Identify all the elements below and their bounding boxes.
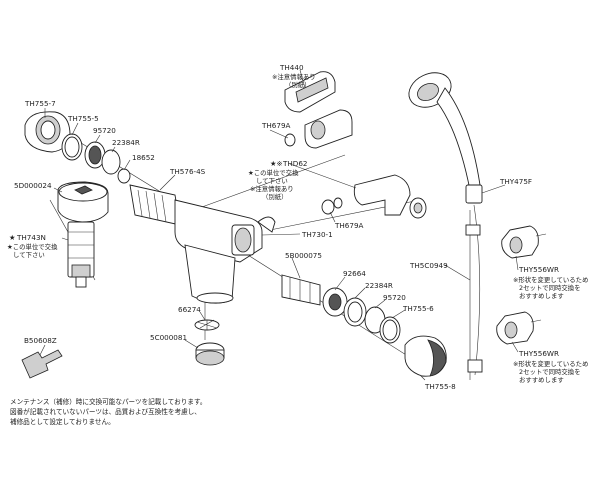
cartridge-th576-4s xyxy=(129,184,181,226)
note-thy556-top-3: おすすめします xyxy=(519,292,564,300)
label-22384r-bottom: 22384R xyxy=(365,281,393,290)
shower-head-icon xyxy=(408,72,483,204)
label-5d000024: 5D000024 xyxy=(14,181,52,190)
footnote-line-1: メンテナンス（補修）時に交換可能なパーツを記載しております。 xyxy=(10,397,207,406)
note-th440-2: （別紙） xyxy=(285,80,311,89)
key-icon xyxy=(21,349,63,379)
note-thy556-bot-1: ※形状を変更しているため xyxy=(513,359,588,368)
label-66274: 66274 xyxy=(178,305,201,314)
label-th755-5: TH755-5 xyxy=(67,114,99,123)
union-thy556wr-bottom xyxy=(496,311,542,345)
label-95720-top: 95720 xyxy=(93,126,116,135)
label-thy556wr-bottom: THY556WR xyxy=(518,349,559,358)
label-18652: 18652 xyxy=(132,153,155,162)
note-thy556-bot-2: 2セットで同時交換を xyxy=(519,367,581,376)
fitting-th679a-top xyxy=(284,109,353,149)
cartridge-th743n xyxy=(67,221,95,288)
faucet-body xyxy=(174,199,276,304)
hose xyxy=(465,204,483,376)
label-thy556wr-top: THY556WR xyxy=(518,265,559,274)
footnote-line-3: 補修品として設定しておりません。 xyxy=(10,417,115,426)
label-thd62-prefix: ★※ xyxy=(270,159,282,168)
label-th755-7: TH755-7 xyxy=(24,99,56,108)
label-92664: 92664 xyxy=(343,269,366,278)
label-th743n-prefix: ★ xyxy=(9,233,15,242)
label-5b000075: 5B000075 xyxy=(285,251,322,260)
footnote: メンテナンス（補修）時に交換可能なパーツを記載しております。 図番が記載されてい… xyxy=(10,397,207,426)
rings-right-bottom xyxy=(322,287,401,344)
note-thd62-2: して下さい xyxy=(256,177,288,185)
label-th755-6: TH755-6 xyxy=(402,304,434,313)
note-th440-1: ※注意情報あり xyxy=(272,72,316,81)
rings-left-top xyxy=(61,133,131,184)
label-th743n: TH743N xyxy=(16,233,46,242)
part-labels: TH440 ※注意情報あり （別紙） TH755-7 TH755-5 95720… xyxy=(7,63,588,391)
label-thy475f: THY475F xyxy=(499,177,532,186)
label-th5c0949: TH5C0949 xyxy=(409,261,448,270)
label-b50608z: B50608Z xyxy=(24,336,57,345)
note-thd62-1: ★この単位で交換 xyxy=(248,168,299,177)
handle-th755-8 xyxy=(404,335,447,377)
aerator-5c000081 xyxy=(195,342,225,366)
note-thy556-top-2: 2セットで同時交換を xyxy=(519,283,581,292)
label-th679a-bottom: TH679A xyxy=(334,221,364,230)
cartridge-5d000024 xyxy=(57,181,109,223)
note-thy556-bot-3: おすすめします xyxy=(519,376,564,384)
hanger-th440 xyxy=(284,71,336,113)
label-th576-4s: TH576-4S xyxy=(169,167,206,176)
note-thy556-top-1: ※形状を変更しているため xyxy=(513,275,588,284)
label-thd62: THD62 xyxy=(282,159,307,168)
label-th730-1: TH730-1 xyxy=(301,230,333,239)
label-5c000081: 5C000081 xyxy=(150,333,187,342)
note-th743n-1: ★この単位で交換 xyxy=(7,242,58,251)
note-th743n-2: して下さい xyxy=(13,251,45,259)
label-th440: TH440 xyxy=(279,63,304,72)
strainer-66274 xyxy=(194,319,220,331)
leader-lines xyxy=(39,69,519,381)
label-95720-bottom: 95720 xyxy=(383,293,406,302)
label-th755-8: TH755-8 xyxy=(424,382,456,391)
union-thy556wr-top xyxy=(501,225,547,259)
elbow-thd62 xyxy=(321,174,427,219)
note-thd62-3: ※注意情報あり xyxy=(250,184,294,193)
label-th679a-top: TH679A xyxy=(261,121,291,130)
cartridge-5b000075 xyxy=(281,274,321,306)
footnote-line-2: 図番が記載されていないパーツは、品質および互換性を考慮し、 xyxy=(10,407,201,416)
label-22384r-top: 22384R xyxy=(112,138,140,147)
note-thd62-4: （別紙） xyxy=(262,192,288,201)
